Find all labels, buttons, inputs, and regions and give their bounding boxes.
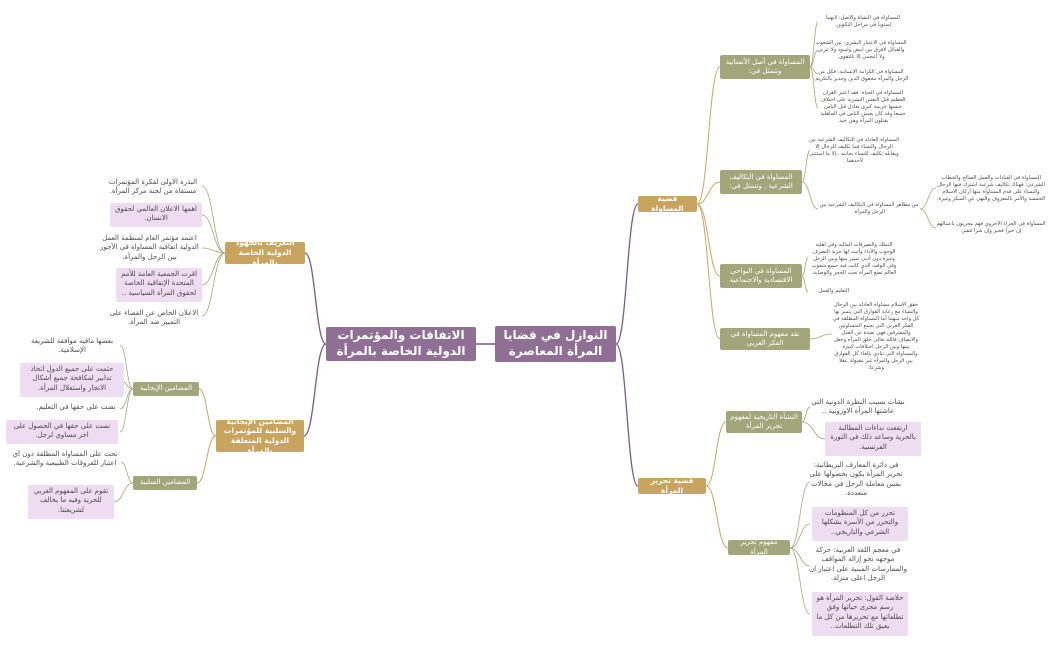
leaf-positive-4: نصت على حقها في الحصول على اجر مساوي لرج…	[6, 420, 118, 444]
leaf-efforts-3: اعتمد مؤتمر العام لمنظمة العمل الدولية ا…	[100, 234, 199, 261]
leaf-obligations-1: المساواة العادلة في التكاليف الشرعية بين…	[808, 137, 900, 165]
edge-to-content	[303, 343, 327, 437]
edge-to-equality	[615, 203, 639, 345]
sub-equality-critique[interactable]: نقد مفهوم المساواة في الفكر الغربي	[720, 328, 810, 350]
edge-to-negative	[196, 435, 217, 484]
leaf-negative-1: تحث على المساواة المطلقة دون أي اعتبار ل…	[12, 450, 118, 468]
leaf-origin-4: المساواة في الحياة: فقد اعتبر القرآن الع…	[820, 90, 906, 125]
edge-to-history	[705, 421, 727, 487]
leaf-negative-2: تقوم على المفهوم الغربي للحرية وفيه ما ي…	[28, 485, 114, 519]
sub-equality-social[interactable]: المساواة في النواحي الاقتصادية والاجتماع…	[720, 264, 802, 288]
edge-origin-leaf-3	[809, 66, 819, 75]
leaf-social-1: التملك والتصرفات المالية وفي أهلية الوجو…	[811, 242, 897, 277]
sub-content-negative[interactable]: المضامين السلبية	[133, 476, 197, 490]
sub-equality-obligations[interactable]: المساواة في التكاليف الشرعية , وتتمثل في…	[720, 170, 802, 194]
edge-negative-leaf-1	[120, 461, 134, 484]
edge-to-origin	[696, 66, 721, 205]
edge-efforts-leaf-5	[201, 252, 226, 317]
edge-negative-leaf-2	[113, 482, 134, 503]
edge-positive-leaf-1	[119, 344, 134, 390]
leaf-efforts-4: اقرت الجمعية العامة للأمم المتحدة الإتفا…	[116, 268, 202, 302]
leaf-origin-2: المساواة في الاعتبار البشري: بين الشعوب …	[815, 40, 907, 61]
leaf-concept-4: خلاصة القول: تحرير المرأة هو رسم مجرى حي…	[812, 592, 908, 636]
leaf-positive-1: بعضها مافيه موافقة للشريعة الإسلامية.	[30, 337, 114, 355]
edge-to-concept	[705, 485, 729, 549]
branch-efforts[interactable]: التعريف بالجهود الدولية الخاصة بالمرأة	[225, 242, 305, 264]
edge-efforts-leaf-2	[201, 214, 226, 254]
leaf-efforts-5: الاعلان الخاص عن القضاء على التمييز ضد ا…	[109, 309, 199, 327]
leaf-social-2: التعليم والعمل.	[816, 288, 850, 294]
leaf-obligations-sub-1: المساواة في العبادات والعمل الصالح والخط…	[936, 175, 1046, 203]
edge-origin-leaf-4	[809, 66, 819, 109]
edge-history-leaf-2	[801, 421, 826, 440]
leaf-concept-3: في معجم اللغة العربية: حركة موجهه نحو إز…	[808, 546, 908, 583]
edge-history-leaf-1	[801, 406, 811, 423]
edge-origin-leaf-1	[809, 21, 819, 68]
leaf-efforts-1: البذرة الاولى لفكرة المؤتمرات مستقاة من …	[108, 178, 198, 196]
sub-liberation-history[interactable]: النشأة التاريخية لمفهوم تحرير المرأة	[726, 411, 802, 433]
branch-content[interactable]: المضامين الإيجابية والسلبية للمؤتمرات ال…	[216, 420, 304, 452]
edge-obligations-leaf-2	[801, 181, 819, 210]
edge-concept-leaf-1	[789, 481, 811, 549]
leaf-history-1: نشأت بسبب النظرة الدونية التي عاشتها الم…	[811, 398, 905, 416]
edge-origin-leaf-2	[809, 49, 819, 68]
sub-equality-origin[interactable]: المساواة في أصل الأنسانية وتتمثل في:	[720, 55, 810, 79]
edge-to-efforts	[304, 252, 327, 345]
leaf-obligations-2: من مظاهر المساواة في التكاليف الشرعية بي…	[819, 202, 919, 216]
branch-liberation[interactable]: قضية تحرير المرأة	[638, 478, 706, 494]
leaf-concept-2: تحرر من كل المنظومات والتحرر من الأسرة ب…	[812, 507, 908, 541]
edge-critique-leaf-1	[809, 333, 833, 340]
edge-concept-leaf-3	[789, 547, 811, 567]
edge-obligations-leaf-1	[801, 149, 811, 183]
leaf-obligations-sub-2: المساواة في الجزاء الأخروي فهم مجزيون بأ…	[936, 221, 1046, 235]
sub-content-positive[interactable]: المضامين الإيجابية	[133, 382, 199, 396]
sub-liberation-concept[interactable]: مفهوم تحرير المرأة	[728, 540, 790, 555]
leaf-concept-1: في دائرة المعارف البريطانية: تحرير المرأ…	[809, 461, 903, 498]
central-node-left[interactable]: الاتفاقات والمؤتمرات الدولية الخاصة بالم…	[326, 327, 476, 361]
edge-to-obligations	[696, 181, 721, 205]
leaf-efforts-2: اهمها الاعلان العالمي لحقوق الانسان.	[110, 203, 202, 227]
edge-efforts-leaf-3	[201, 247, 226, 254]
edge-to-social	[696, 203, 721, 277]
edge-to-liberation	[615, 343, 639, 487]
edge-obligations-sub-1	[919, 187, 937, 210]
central-node-right[interactable]: النوازل في قضايا المرأة المعاصرة	[495, 326, 616, 362]
edge-social-leaf-1	[801, 257, 809, 277]
edge-concept-leaf-2	[789, 523, 811, 549]
edge-to-positive	[198, 388, 217, 437]
leaf-positive-2: حثمت على جميع الدول اتخاذ تدابير لمكافحة…	[20, 363, 124, 397]
edge-efforts-leaf-1	[201, 185, 226, 254]
leaf-history-2: ارتفعت نداءات المطالبة بالحرية وساعد ذلك…	[825, 422, 921, 456]
leaf-positive-3: نصت على حقها في التعليم.	[36, 403, 116, 411]
leaf-origin-3: المساواة في الكرامة الإنسانية: فكل من ال…	[813, 69, 909, 83]
branch-equality[interactable]: قضية المساواة	[638, 196, 697, 212]
edge-concept-leaf-4	[789, 547, 811, 615]
edge-to-critique	[696, 203, 721, 340]
edge-efforts-leaf-4	[201, 252, 226, 286]
edge-positive-leaf-4	[119, 388, 134, 433]
leaf-origin-1: المساواة في النشأة والأصل: لانهما استويا…	[825, 15, 901, 29]
edge-social-leaf-2	[801, 275, 809, 293]
edge-obligations-sub-2	[919, 208, 937, 229]
leaf-critique-1: حقق الأسلام مساواة العادلة بين الرجال وا…	[832, 302, 920, 372]
